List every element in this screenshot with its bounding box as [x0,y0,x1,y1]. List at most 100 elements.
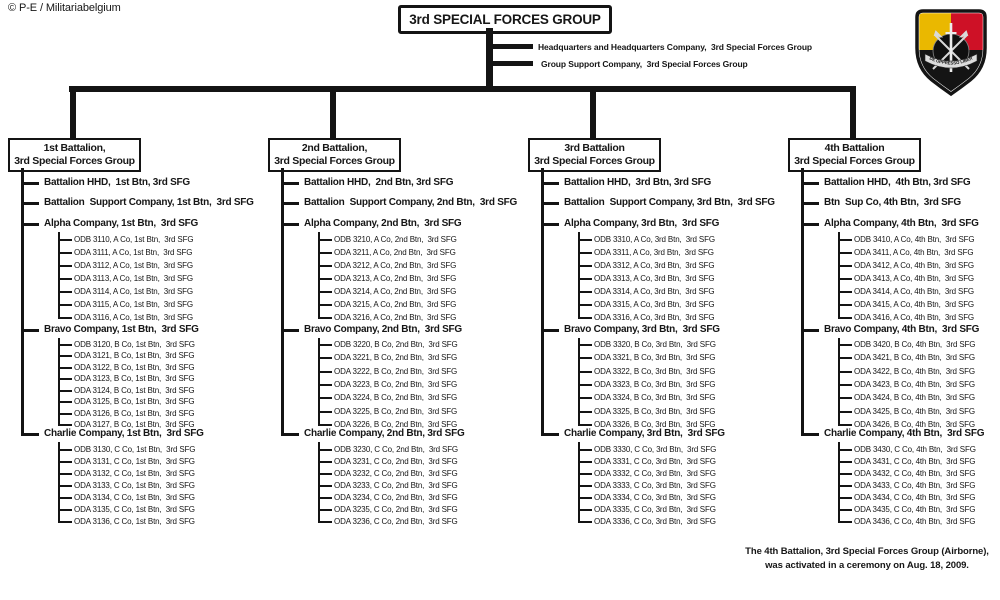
detachment-stub [318,252,332,254]
detachment-label: ODA 3321, B Co, 3rd Btn, 3rd SFG [594,353,716,363]
battalion-drop-line [329,92,336,138]
company-spine [318,442,320,523]
unit-stub [541,222,559,226]
detachment-label: ODA 3213, A Co, 2nd Btn, 3rd SFG [334,274,457,283]
activation-footnote: The 4th Battalion, 3rd Special Forces Gr… [738,545,996,573]
unit-stub [21,201,39,205]
detachment-label: ODB 3430, C Co, 4th Btn, 3rd SFG [854,445,976,454]
detachment-label: ODB 3220, B Co, 2nd Btn, 3rd SFG [334,340,458,349]
detachment-label: ODA 3234, C Co, 2nd Btn, 3rd SFG [334,493,458,502]
detachment-label: ODA 3316, A Co, 3rd Btn, 3rd SFG [594,313,715,322]
detachment-stub [578,344,592,346]
detachment-stub [318,344,332,346]
detachment-stub [318,449,332,451]
main-horizontal-bar [69,86,856,92]
company-spine [58,232,60,319]
unit-stub [801,181,819,185]
company-spine [838,338,840,426]
detachment-label: ODA 3232, C Co, 2nd Btn, 3rd SFG [334,469,458,478]
detachment-stub [318,357,332,360]
unit-label: Bravo Company, 1st Btn, 3rd SFG [44,324,199,335]
detachment-label: ODB 3110, A Co, 1st Btn, 3rd SFG [74,235,194,244]
detachment-label: ODA 3421, B Co, 4th Btn, 3rd SFG [854,353,975,363]
detachment-label: ODA 3335, C Co, 3rd Btn, 3rd SFG [594,505,716,514]
company-spine [578,442,580,523]
detachment-label: ODA 3225, B Co, 2nd Btn, 3rd SFG [334,406,458,416]
detachment-stub [578,384,592,386]
unit-stub [541,432,559,436]
battalion-name: 2nd Battalion, [301,142,368,154]
detachment-label: ODA 3233, C Co, 2nd Btn, 3rd SFG [334,481,458,490]
detachment-label: ODA 3231, C Co, 2nd Btn, 3rd SFG [334,457,458,466]
detachment-label: ODA 3425, B Co, 4th Btn, 3rd SFG [854,406,975,416]
detachment-label: ODA 3223, B Co, 2nd Btn, 3rd SFG [334,380,458,389]
detachment-label: ODA 3211, A Co, 2nd Btn, 3rd SFG [334,248,456,257]
copyright-credit: © P-E / Militariabelgium [8,2,121,14]
battalion-spine [541,168,544,436]
detachment-stub [578,357,592,360]
battalion-drop-line [849,92,856,138]
detachment-label: ODA 3224, B Co, 2nd Btn, 3rd SFG [334,393,458,403]
unit-stub [281,181,299,185]
unit-label: Battalion Support Company, 1st Btn, 3rd … [44,197,254,208]
detachment-label: ODB 3330, C Co, 3rd Btn, 3rd SFG [594,445,717,454]
unit-label: Charlie Company, 3rd Btn, 3rd SFG [564,428,725,439]
detachment-label: ODA 3236, C Co, 2nd Btn, 3rd SFG [334,517,458,526]
detachment-stub [578,410,592,413]
detachment-stub [58,521,72,523]
detachment-label: ODA 3226, B Co, 2nd Btn, 3rd SFG [334,420,458,429]
detachment-stub [838,291,852,293]
detachment-stub [58,317,72,319]
detachment-label: ODA 3114, A Co, 1st Btn, 3rd SFG [74,287,193,296]
group-unit-label: Headquarters and Headquarters Company, 3… [538,42,813,52]
detachment-stub [838,485,852,487]
battalion-subname: 3rd Special Forces Group [14,155,135,167]
group-title-box: 3rd SPECIAL FORCES GROUP [398,5,612,34]
unit-stub [281,432,299,436]
detachment-label: ODA 3332, C Co, 3rd Btn, 3rd SFG [594,469,716,478]
detachment-label: ODA 3115, A Co, 1st Btn, 3rd SFG [74,300,193,309]
detachment-stub [318,485,332,487]
detachment-label: ODA 3132, C Co, 1st Btn, 3rd SFG [74,469,195,478]
detachment-stub [318,278,332,280]
detachment-stub [58,424,72,426]
detachment-label: ODA 3333, C Co, 3rd Btn, 3rd SFG [594,481,716,490]
unit-label: Alpha Company, 3rd Btn, 3rd SFG [564,218,720,229]
detachment-stub [578,397,592,400]
detachment-label: ODA 3216, A Co, 2nd Btn, 3rd SFG [334,313,457,322]
detachment-stub [838,461,852,463]
detachment-label: ODA 3113, A Co, 1st Btn, 3rd SFG [74,274,193,283]
detachment-stub [58,291,72,293]
detachment-stub [578,291,592,293]
detachment-stub [838,424,852,426]
unit-stub [21,432,39,436]
detachment-stub [58,461,72,463]
detachment-label: ODA 3412, A Co, 4th Btn, 3rd SFG [854,261,975,270]
detachment-stub [58,366,72,369]
detachment-stub [578,473,592,475]
detachment-label: ODA 3414, A Co, 4th Btn, 3rd SFG [854,287,975,296]
detachment-label: ODA 3212, A Co, 2nd Btn, 3rd SFG [334,261,457,270]
detachment-stub [58,239,72,241]
unit-label: Alpha Company, 1st Btn, 3rd SFG [44,218,199,229]
detachment-label: ODA 3434, C Co, 4th Btn, 3rd SFG [854,493,976,502]
detachment-stub [578,370,592,373]
detachment-stub [318,239,332,241]
unit-label: Battalion Support Company, 3rd Btn, 3rd … [564,197,775,208]
detachment-stub [318,304,332,306]
unit-stub [281,328,299,332]
company-spine [318,338,320,426]
detachment-stub [578,461,592,463]
detachment-stub [318,370,332,373]
detachment-label: ODA 3116, A Co, 1st Btn, 3rd SFG [74,313,193,322]
battalion-box: 1st Battalion,3rd Special Forces Group [8,138,141,172]
detachment-label: ODA 3426, B Co, 4th Btn, 3rd SFG [854,420,975,429]
company-spine [838,232,840,319]
detachment-label: ODA 3326, B Co, 3rd Btn, 3rd SFG [594,420,716,429]
unit-stub [541,201,559,205]
detachment-stub [838,509,852,511]
detachment-label: ODA 3136, C Co, 1st Btn, 3rd SFG [74,517,195,526]
detachment-label: ODA 3324, B Co, 3rd Btn, 3rd SFG [594,393,716,403]
battalion-drop-line [69,92,76,138]
detachment-label: ODA 3222, B Co, 2nd Btn, 3rd SFG [334,366,458,376]
